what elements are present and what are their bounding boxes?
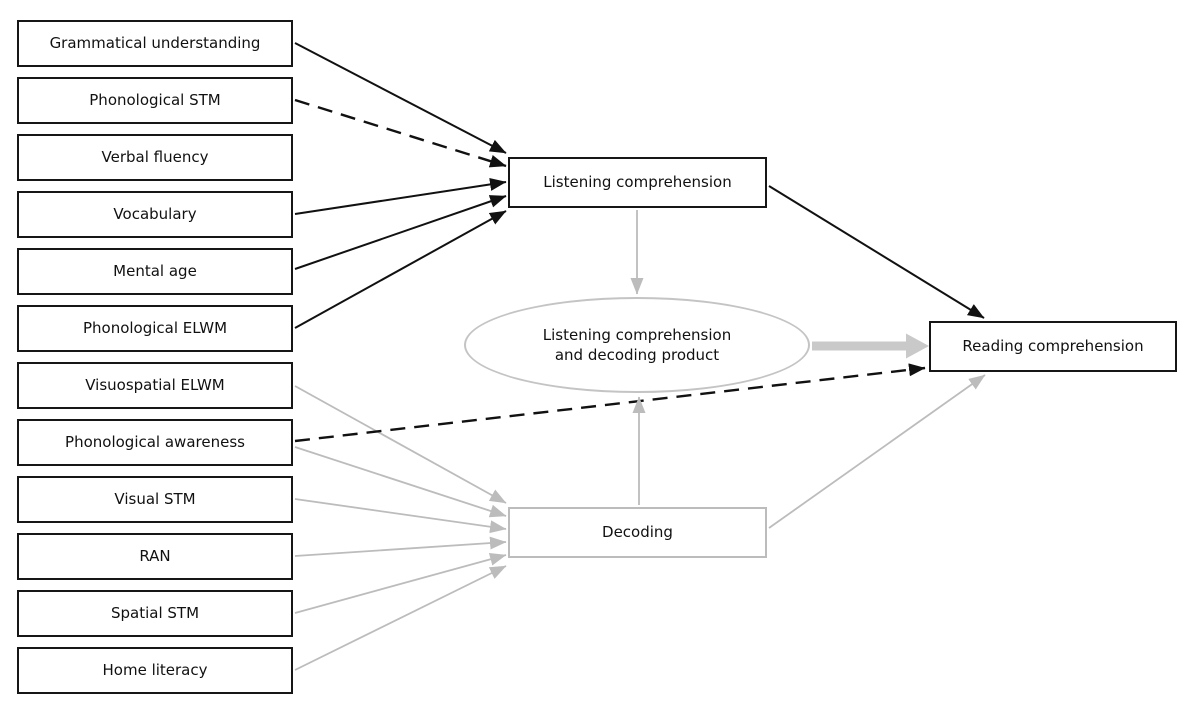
node-verbal-fluency: Verbal fluency <box>17 134 293 181</box>
node-label: Vocabulary <box>113 205 197 224</box>
node-visual-stm: Visual STM <box>17 476 293 523</box>
node-label: Visual STM <box>114 490 196 509</box>
edge-visual-stm-to-decoding <box>294 498 507 534</box>
node-label: Reading comprehension <box>962 337 1144 356</box>
node-label: Visuospatial ELWM <box>85 376 225 395</box>
node-ran: RAN <box>17 533 293 580</box>
node-home-literacy: Home literacy <box>17 647 293 694</box>
edge-home-literacy-to-decoding <box>294 565 507 671</box>
node-reading-comprehension: Reading comprehension <box>929 321 1177 372</box>
edge-grammatical-to-listening <box>294 42 507 154</box>
node-label: Home literacy <box>102 661 208 680</box>
node-label-line2: and decoding product <box>554 346 720 364</box>
edge-listening-to-reading <box>768 185 985 319</box>
node-label: Mental age <box>113 262 197 281</box>
node-listening-comprehension: Listening comprehension <box>508 157 767 208</box>
edge-product-to-reading-thick <box>812 333 929 359</box>
node-label: Phonological ELWM <box>82 319 228 338</box>
node-label: Phonological STM <box>89 91 221 110</box>
node-label-line1: Listening comprehension <box>542 325 732 344</box>
node-visuospatial-elwm: Visuospatial ELWM <box>17 362 293 409</box>
node-vocabulary: Vocabulary <box>17 191 293 238</box>
edge-mental-age-to-listening <box>294 195 507 270</box>
node-grammatical-understanding: Grammatical understanding <box>17 20 293 67</box>
node-product-ellipse: Listening comprehension and decoding pro… <box>464 297 810 393</box>
edge-phonological-elwm-to-listening <box>294 210 507 329</box>
node-label: RAN <box>139 547 171 566</box>
node-phonological-stm: Phonological STM <box>17 77 293 124</box>
node-label: Grammatical understanding <box>49 34 261 53</box>
node-decoding: Decoding <box>508 507 767 558</box>
node-phonological-elwm: Phonological ELWM <box>17 305 293 352</box>
edge-vocabulary-to-listening <box>294 177 507 215</box>
node-label: Spatial STM <box>110 604 200 623</box>
node-label: Decoding <box>602 523 673 542</box>
node-label: Verbal fluency <box>101 148 209 167</box>
node-mental-age: Mental age <box>17 248 293 295</box>
node-phonological-awareness: Phonological awareness <box>17 419 293 466</box>
node-label: Listening comprehension <box>543 173 732 192</box>
edge-phonological-awareness-to-decoding <box>294 446 507 518</box>
edge-ran-to-decoding <box>294 536 507 557</box>
edge-visuospatial-elwm-to-decoding <box>294 385 507 504</box>
node-spatial-stm: Spatial STM <box>17 590 293 637</box>
edge-decoding-to-reading <box>768 374 986 529</box>
edge-spatial-stm-to-decoding <box>294 552 507 614</box>
edge-phonological-stm-to-listening-dashed <box>294 98 507 168</box>
node-label: Phonological awareness <box>65 433 245 452</box>
